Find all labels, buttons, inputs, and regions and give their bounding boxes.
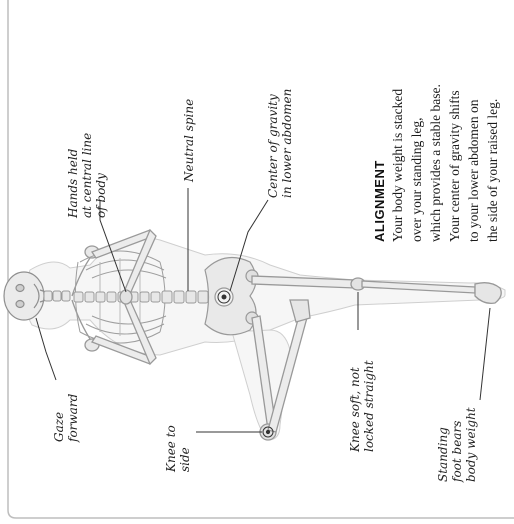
label-knee-soft: Knee soft, not locked straight [348,360,376,452]
label-hands: Hands held at central line of body [66,133,108,218]
label-center-of-gravity: Center of gravity in lower abdomen [266,89,294,198]
label-standing-foot: Standing foot bears body weight [436,407,478,482]
label-neutral-spine: Neutral spine [182,99,196,182]
label-knee-to-side: Knee to side [164,425,192,472]
pelvis [205,258,258,335]
spine [74,291,208,303]
alignment-title: ALIGNMENT [372,160,387,242]
alignment-text: Your body weight is stacked over your st… [388,84,502,242]
neck [44,291,70,301]
label-gaze: Gaze forward [52,394,80,442]
standing-foot-leader [480,308,490,400]
